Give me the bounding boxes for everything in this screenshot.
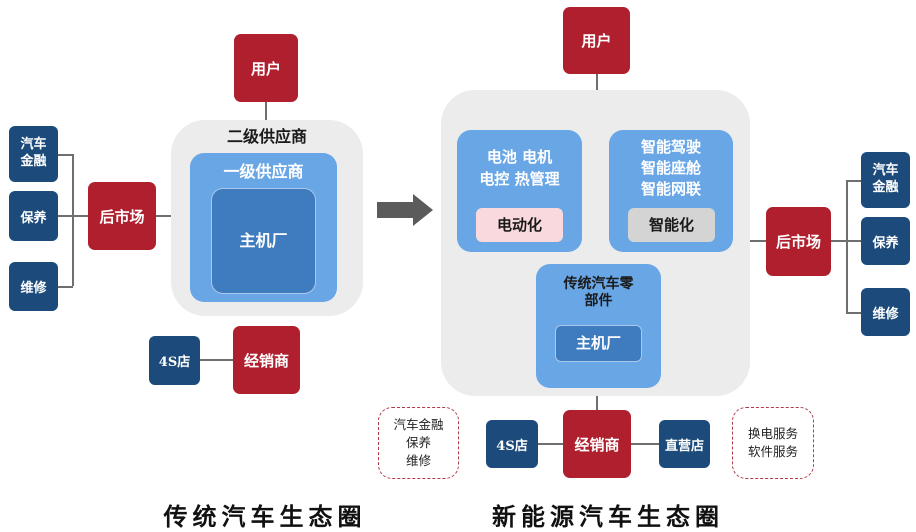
user-label: 用户	[250, 59, 281, 78]
dealer-box-new: 经销商	[563, 410, 631, 478]
connector-services-bracket-new	[846, 180, 848, 313]
service-repair-traditional: 维修	[9, 262, 58, 311]
dealer-4s-box-traditional: 4S店	[149, 336, 200, 385]
intelligence-line-1: 智能驾驶	[640, 138, 701, 156]
connector-service-2	[58, 215, 73, 217]
oem-box-new: 主机厂	[555, 325, 642, 362]
dealer-4s-label: 4S店	[158, 355, 191, 370]
electrification-line-1: 电池 电机	[486, 148, 553, 166]
right-arrow-icon	[377, 194, 433, 226]
connector-aftermarket-panel-new	[750, 240, 766, 242]
connector-user-new	[596, 74, 598, 90]
service-maintenance-traditional: 保养	[9, 191, 58, 241]
aftermarket-label: 后市场	[775, 233, 821, 251]
connector-service-1	[58, 154, 73, 156]
intelligence-line-2: 智能座舱	[640, 159, 701, 177]
service-auto-finance-new: 汽车 金融	[861, 152, 910, 208]
user-label: 用户	[581, 32, 612, 50]
direct-store-box: 直营店	[659, 420, 710, 468]
user-box-new: 用户	[563, 7, 630, 74]
note-right-text: 换电服务 软件服务	[747, 425, 798, 459]
aftermarket-box-traditional: 后市场	[88, 182, 156, 250]
connector-services-bracket-in-new	[831, 240, 847, 242]
dealer-4s-box-new: 4S店	[486, 420, 538, 468]
service-maintenance-new: 保养	[861, 217, 910, 265]
intelligence-tag: 智能化	[628, 208, 715, 242]
user-box-traditional: 用户	[234, 34, 298, 102]
service-auto-finance-traditional: 汽车 金融	[9, 126, 58, 182]
dealer-label: 经销商	[574, 435, 620, 454]
connector-service-3-new	[846, 312, 861, 314]
connector-service-1-new	[846, 180, 861, 182]
service-label: 保养	[20, 210, 47, 226]
connector-4s-dealer	[200, 359, 233, 361]
electrification-tag: 电动化	[476, 208, 563, 242]
oem-label: 主机厂	[239, 230, 288, 250]
connector-service-2-new	[846, 240, 861, 242]
connector-user-traditional	[265, 102, 267, 120]
new-energy-caption: 新能源汽车生态圈	[492, 502, 724, 531]
tier2-supplier-label: 二级供应商	[226, 127, 307, 146]
tier1-supplier-label: 一级供应商	[223, 162, 304, 181]
intelligence-line-3: 智能网联	[640, 180, 701, 198]
dealer-box-traditional: 经销商	[233, 326, 300, 394]
dealer-4s-label: 4S店	[496, 438, 528, 454]
aftermarket-box-new: 后市场	[766, 207, 831, 276]
traditional-parts-label: 传统汽车零 部件	[563, 276, 634, 309]
traditional-caption: 传统汽车生态圈	[163, 502, 367, 531]
note-finance-maintenance-repair: 汽车金融 保养 维修	[378, 407, 459, 479]
oem-box-traditional: 主机厂	[211, 188, 316, 294]
connector-services-bracket-in	[72, 215, 88, 217]
connector-4s-dealer-new	[538, 443, 563, 445]
aftermarket-label: 后市场	[99, 207, 145, 226]
electrification-tag-label: 电动化	[496, 216, 542, 234]
connector-aftermarket-panel	[156, 215, 171, 217]
service-label: 保养	[872, 235, 899, 251]
electrification-line-2: 电控 热管理	[479, 170, 560, 188]
service-label: 汽车 金融	[20, 137, 47, 169]
service-label: 维修	[20, 281, 47, 296]
oem-label: 主机厂	[575, 333, 621, 352]
direct-store-label: 直营店	[664, 438, 704, 454]
service-label: 维修	[872, 306, 899, 322]
connector-services-bracket	[72, 154, 74, 286]
note-battery-swap-software: 换电服务 软件服务	[732, 407, 814, 479]
note-left-text: 汽车金融 保养 维修	[393, 416, 444, 469]
connector-dealer-panel	[596, 396, 598, 410]
connector-service-3	[58, 286, 73, 288]
dealer-label: 经销商	[243, 351, 289, 370]
intelligence-tag-label: 智能化	[648, 216, 694, 234]
connector-direct-dealer-new	[631, 443, 659, 445]
service-repair-new: 维修	[861, 288, 910, 336]
service-label: 汽车 金融	[872, 163, 899, 195]
